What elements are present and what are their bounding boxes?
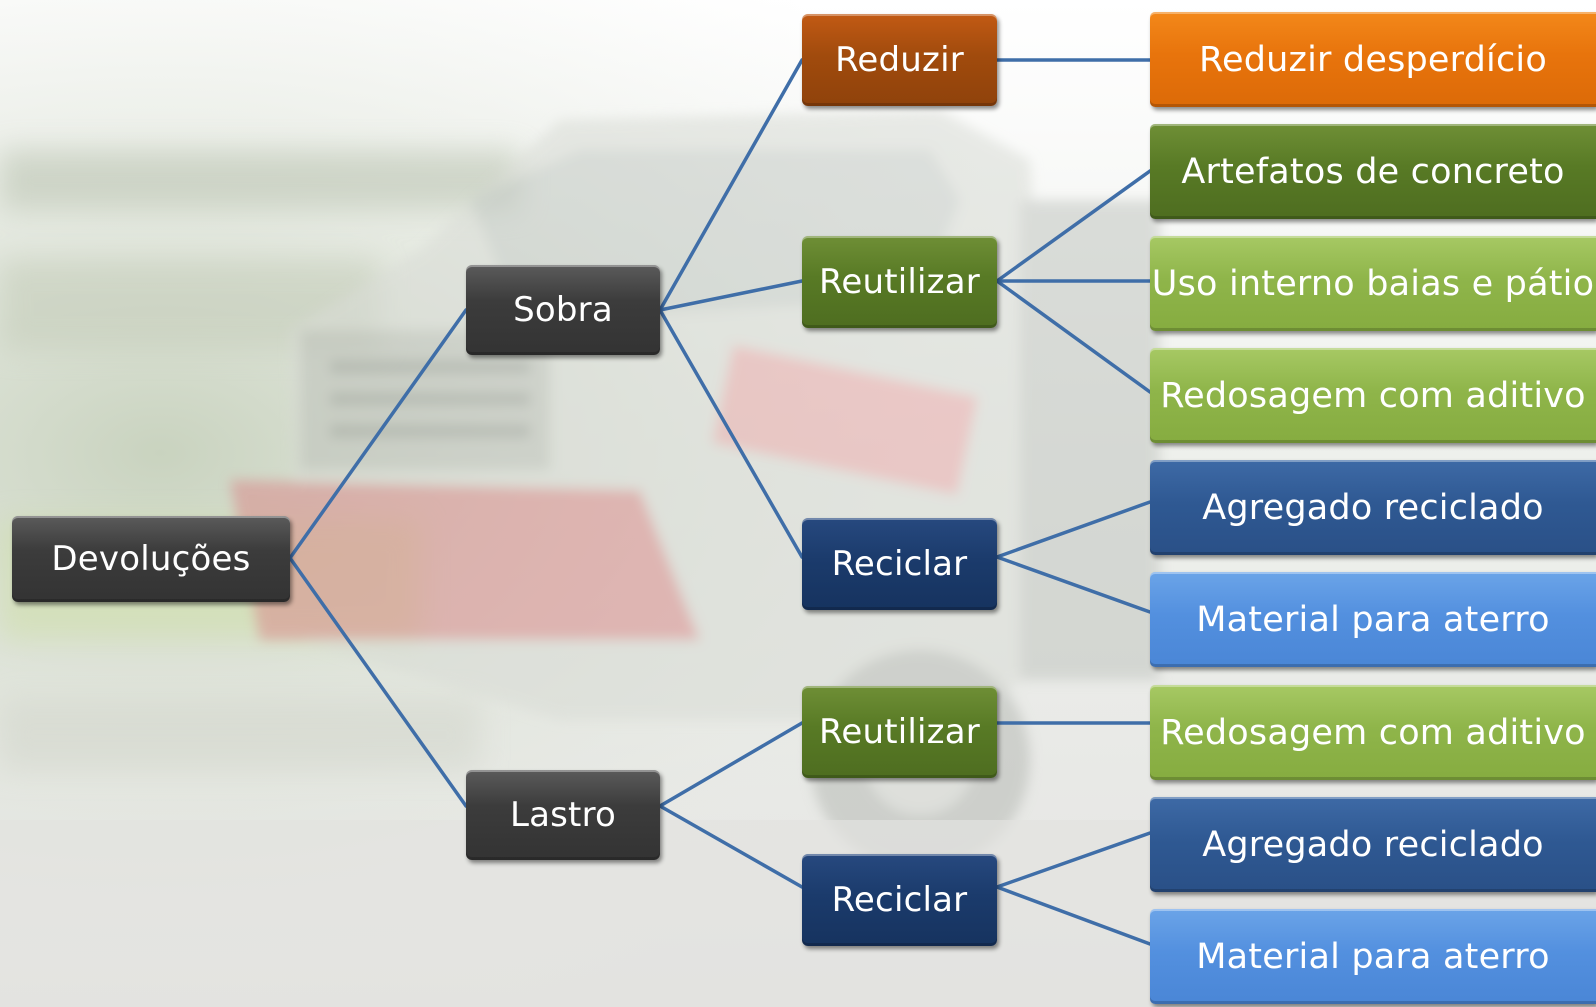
connector-lastro-reciclar-agregado	[995, 831, 1152, 889]
action-node-reutilizar-lastro: Reutilizar	[802, 686, 997, 778]
outcome-label: Agregado reciclado	[1202, 824, 1544, 865]
action-label: Reciclar	[831, 880, 968, 920]
connector-reciclar-agregado	[995, 500, 1152, 559]
connector-root-lastro	[288, 556, 468, 808]
category-label: Lastro	[509, 795, 617, 835]
outcome-label: Agregado reciclado	[1202, 487, 1544, 528]
action-label: Reutilizar	[819, 712, 980, 752]
root-node-label: Devoluções	[51, 539, 251, 579]
connector-root-sobra	[288, 308, 468, 560]
connector-reutilizar-redosagem	[995, 279, 1152, 394]
outcome-label: Redosagem com aditivo	[1160, 375, 1586, 416]
action-label: Reduzir	[835, 40, 964, 80]
outcome-node-redosagem-sobra: Redosagem com aditivo	[1150, 348, 1596, 443]
outcome-label: Material para aterro	[1196, 599, 1550, 640]
outcome-node-reduzir-desperdicio: Reduzir desperdício	[1150, 12, 1596, 107]
connector-reciclar-aterro	[995, 555, 1152, 614]
outcome-label: Artefatos de concreto	[1181, 151, 1565, 192]
connector-sobra-reduzir	[658, 58, 804, 312]
outcome-label: Reduzir desperdício	[1199, 39, 1547, 80]
outcome-node-agregado-sobra: Agregado reciclado	[1150, 460, 1596, 555]
category-node-sobra: Sobra	[466, 265, 660, 355]
outcome-node-aterro-lastro: Material para aterro	[1150, 909, 1596, 1004]
category-node-lastro: Lastro	[466, 770, 660, 860]
action-label: Reutilizar	[819, 262, 980, 302]
outcome-node-agregado-lastro: Agregado reciclado	[1150, 797, 1596, 892]
outcome-label: Redosagem com aditivo	[1160, 712, 1586, 753]
action-label: Reciclar	[831, 544, 968, 584]
action-node-reduzir: Reduzir	[802, 14, 997, 106]
outcome-node-redosagem-lastro: Redosagem com aditivo	[1150, 685, 1596, 780]
category-label: Sobra	[513, 290, 613, 330]
connector-lastro-reciclar-aterro	[995, 885, 1152, 946]
outcome-node-aterro-sobra: Material para aterro	[1150, 572, 1596, 667]
connector-lastro-reciclar	[658, 804, 804, 889]
action-node-reciclar-lastro: Reciclar	[802, 854, 997, 946]
action-node-reutilizar-sobra: Reutilizar	[802, 236, 997, 328]
connector-sobra-reciclar	[658, 308, 804, 559]
root-node-devolucoes: Devoluções	[12, 516, 290, 602]
outcome-node-uso-interno: Uso interno baias e pátio	[1150, 236, 1596, 331]
outcome-label: Uso interno baias e pátio	[1151, 263, 1595, 304]
outcome-label: Material para aterro	[1196, 936, 1550, 977]
action-node-reciclar-sobra: Reciclar	[802, 518, 997, 610]
connector-sobra-reutilizar	[658, 279, 804, 312]
connector-reutilizar-artefatos	[995, 169, 1152, 283]
connector-lastro-reutilizar	[658, 721, 804, 808]
outcome-node-artefatos-de-concreto: Artefatos de concreto	[1150, 124, 1596, 219]
